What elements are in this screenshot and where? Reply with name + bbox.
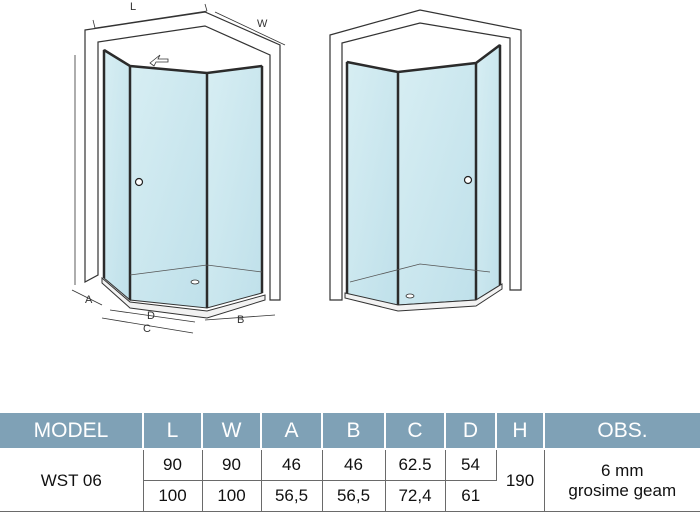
dim-label-c: C — [143, 323, 151, 335]
model-cell: WST 06 — [0, 448, 144, 512]
header-a: A — [261, 413, 323, 449]
cell-b: 56,5 — [322, 480, 386, 512]
cell-w: 90 — [202, 448, 262, 481]
header-w: W — [202, 413, 262, 449]
door-direction-arrow-icon — [149, 54, 169, 67]
header-obs: OBS. — [544, 413, 700, 449]
right-fixed-panel — [475, 44, 501, 301]
left-enclosure-view: L W A D C B — [71, 1, 286, 335]
cell-a: 56,5 — [261, 480, 323, 512]
left-drain — [190, 279, 200, 285]
cell-c: 62.5 — [385, 448, 446, 481]
header-h: H — [496, 413, 545, 449]
right-shower-tray — [344, 283, 503, 312]
right-enclosure-view — [329, 9, 522, 312]
cell-d: 61 — [445, 480, 496, 512]
right-side-panel — [346, 61, 399, 306]
dim-label-l: L — [130, 1, 136, 13]
cell-d: 54 — [445, 448, 497, 481]
left-side-panel — [206, 65, 263, 309]
left-fixed-panel — [103, 49, 131, 302]
cell-b: 46 — [322, 448, 386, 481]
cell-l: 90 — [143, 448, 203, 481]
left-shower-tray — [101, 276, 266, 319]
header-d: D — [445, 413, 497, 449]
right-wall-outline — [329, 9, 522, 301]
table-row: WST 06 90 90 46 46 62.5 54 190 6 mm gros… — [0, 448, 700, 512]
dim-label-a: A — [85, 294, 93, 306]
dim-label-w: W — [257, 18, 268, 30]
specifications-table: MODEL L W A B C D H OBS. WST 06 90 90 46… — [0, 413, 700, 512]
left-wall-outline — [84, 11, 281, 301]
header-l: L — [143, 413, 203, 449]
dim-label-d: D — [147, 310, 155, 322]
header-model: MODEL — [0, 413, 144, 449]
obs-line-2: grosime geam — [568, 480, 677, 500]
right-drain — [405, 293, 415, 299]
cell-w: 100 — [202, 480, 262, 512]
dim-label-b: B — [237, 314, 244, 326]
cell-l: 100 — [143, 480, 203, 512]
obs-cell: 6 mm grosime geam — [544, 448, 700, 512]
cell-c: 72,4 — [385, 480, 446, 512]
table-header-row: MODEL L W A B C D H OBS. — [0, 413, 700, 449]
shower-enclosure-drawing: L W A D C B — [71, 1, 522, 335]
left-door-handle — [134, 177, 144, 187]
height-cell: 190 — [496, 448, 545, 512]
table-row: 100 100 56,5 56,5 72,4 61 — [0, 480, 700, 512]
obs-line-1: 6 mm — [601, 460, 644, 480]
header-b: B — [322, 413, 386, 449]
cell-a: 46 — [261, 448, 323, 481]
right-door-handle — [463, 175, 473, 185]
left-door-panel — [129, 65, 208, 309]
header-c: C — [385, 413, 446, 449]
